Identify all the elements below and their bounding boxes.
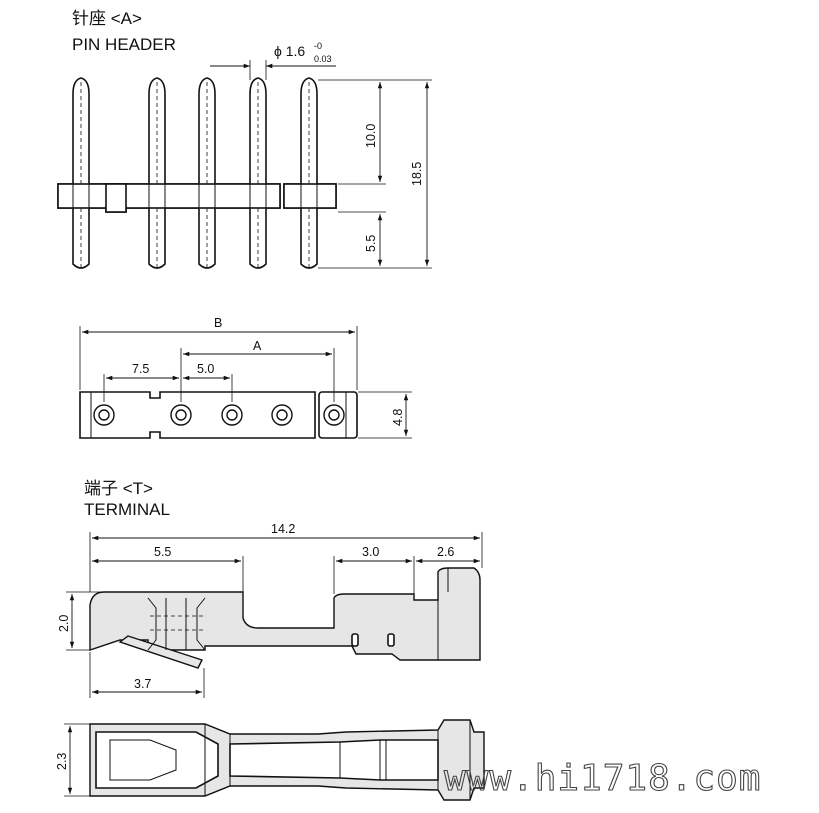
dim-terminal-contact: 5.5 bbox=[154, 545, 171, 559]
dim-span-a: A bbox=[253, 339, 262, 353]
pin-diameter-label: ϕ 1.6 bbox=[274, 43, 305, 59]
terminal-title-en: TERMINAL bbox=[84, 500, 170, 519]
pin-tol-upper: -0 bbox=[314, 41, 322, 51]
top-view-dims: B A 7.5 5.0 4.8 bbox=[79, 316, 412, 439]
terminal-side-body bbox=[89, 567, 481, 661]
pin-header-side-view bbox=[57, 77, 337, 269]
dim-terminal-overall: 14.2 bbox=[271, 522, 295, 536]
header-pins bbox=[72, 77, 318, 269]
top-view-body-left bbox=[79, 391, 316, 439]
dim-terminal-crimp-a: 3.0 bbox=[362, 545, 379, 559]
dim-overall-b: B bbox=[214, 316, 222, 330]
header-vertical-dims: 10.0 18.5 5.5 bbox=[318, 79, 432, 269]
terminal-width-dim: 2.3 bbox=[55, 723, 90, 797]
dim-terminal-lance: 3.7 bbox=[134, 677, 151, 691]
terminal-title-cn: 端子 <T> bbox=[84, 479, 153, 498]
dim-pitch: 5.0 bbox=[197, 362, 214, 376]
dim-lower-length: 5.5 bbox=[364, 235, 378, 252]
terminal-height-dim: 2.0 bbox=[57, 591, 104, 651]
terminal-top-view bbox=[89, 719, 485, 801]
terminal-lance bbox=[118, 635, 203, 669]
terminal-lance-dim: 3.7 bbox=[89, 652, 205, 698]
watermark-text: www.hi1718.com bbox=[444, 758, 761, 799]
terminal-top-dims: 14.2 5.5 3.0 2.6 bbox=[89, 522, 483, 594]
pin-header-top-view bbox=[79, 391, 358, 439]
dim-terminal-width: 2.3 bbox=[55, 753, 69, 770]
pin-header-title-cn: 针座 <A> bbox=[72, 9, 142, 28]
dim-terminal-height: 2.0 bbox=[57, 615, 71, 632]
pin-header-title-en: PIN HEADER bbox=[72, 35, 176, 54]
pin-tol-lower: 0.03 bbox=[314, 54, 332, 64]
dim-first-offset: 7.5 bbox=[132, 362, 149, 376]
pin-diameter-dim: ϕ 1.6 -0 0.03 bbox=[210, 41, 336, 80]
terminal-side-view bbox=[89, 567, 481, 669]
top-view-holes bbox=[93, 404, 345, 426]
dim-total-length: 18.5 bbox=[410, 162, 424, 186]
dim-terminal-crimp-b: 2.6 bbox=[437, 545, 454, 559]
dim-width: 4.8 bbox=[391, 409, 405, 426]
dim-upper-length: 10.0 bbox=[364, 124, 378, 148]
